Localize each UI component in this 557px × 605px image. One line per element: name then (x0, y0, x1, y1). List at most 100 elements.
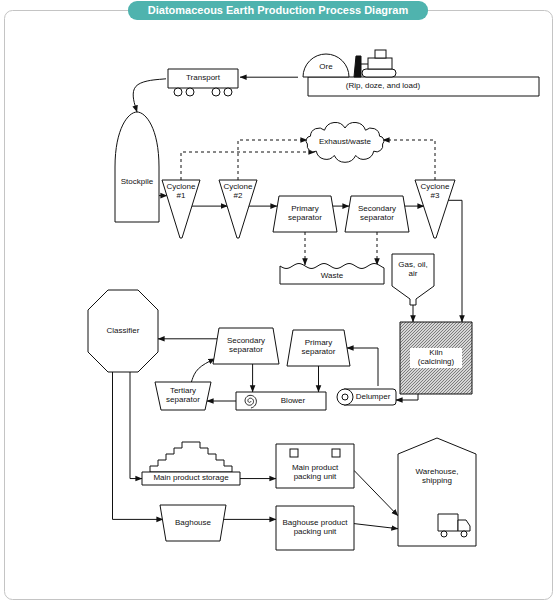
baghouse-hopper: Baghouse (160, 505, 226, 541)
text-region: Primary separator (295, 332, 342, 364)
exhaust-line (383, 140, 435, 180)
truck-wheel (441, 531, 447, 537)
outline (438, 514, 458, 531)
text-region: Exhaust/waste (315, 136, 375, 148)
flow-arrow (240, 478, 276, 479)
node-label: Exhaust/waste (319, 138, 371, 147)
waste-bin: Waste (280, 262, 384, 284)
text-region: Cyclone #1 (164, 182, 198, 202)
exhaust-line (305, 232, 306, 265)
node-label: Cyclone #3 (417, 183, 453, 201)
node-label: Waste (321, 272, 343, 281)
text-region: Secondary separator (353, 198, 401, 230)
text-region: Tertiary separator (163, 384, 203, 408)
shape-outline (115, 112, 159, 222)
outline (168, 69, 238, 88)
window-square (332, 449, 340, 457)
transport-car: Transport (166, 66, 240, 98)
flow-arrow (413, 305, 414, 322)
ore-quarry: Ore (Rip, doze, and load) (298, 46, 542, 98)
text-region: (Rip, doze, and load) (328, 79, 438, 94)
text-region: Baghouse product packing unit (279, 508, 351, 548)
node-label: Classifier (107, 327, 140, 336)
blower-box: Blower (236, 392, 326, 410)
packing-unit: Main product packing unit (276, 444, 354, 488)
node-label: Stockpile (121, 178, 153, 187)
truck-wheel (461, 531, 467, 537)
text-region: Primary separator (281, 198, 329, 230)
dozer-body (368, 58, 392, 69)
storage-pile: Main product storage (142, 442, 240, 485)
wheel (186, 88, 194, 96)
flow-arrow (207, 401, 236, 402)
window-square (290, 449, 298, 457)
node-label: Cyclone #1 (164, 183, 198, 201)
text-region: Kiln (calcining) (410, 345, 462, 371)
text-region: Baghouse (168, 507, 218, 539)
shape-outline (298, 46, 542, 98)
fan-spiral (245, 395, 256, 408)
outline (115, 112, 159, 222)
node-label: Cyclone #2 (221, 183, 255, 201)
flow-arrow (249, 206, 278, 207)
flow-arrow (396, 394, 418, 400)
separator: Secondary separator (213, 328, 279, 364)
flow-arrow (113, 372, 164, 519)
flow-arrow (252, 364, 253, 392)
outline (276, 506, 354, 550)
text-region: Cyclone #3 (417, 182, 453, 202)
node-label: Transport (186, 74, 220, 83)
cyclone: Cyclone #3 (415, 180, 455, 238)
wheel (212, 88, 220, 96)
flow-arrow (347, 348, 378, 386)
outline (400, 322, 472, 394)
flow-arrow (130, 372, 142, 479)
classifier-octagon: Classifier (88, 290, 158, 372)
stockpile-silo: Stockpile (115, 112, 159, 222)
outline (276, 444, 354, 488)
node-label: (Rip, doze, and load) (346, 82, 420, 91)
flow-arrow (240, 77, 298, 78)
outline (142, 472, 240, 485)
outline (287, 330, 350, 366)
wheel (224, 88, 232, 96)
flow-arrow (192, 206, 228, 207)
outline (345, 196, 409, 232)
outline (280, 264, 384, 285)
text-region: Blower (264, 393, 322, 409)
node-label: Warehouse, shipping (402, 468, 472, 486)
outline (236, 392, 326, 410)
node-label: Baghouse (175, 519, 211, 528)
node-label: Ore (319, 63, 332, 72)
exhaust-line (238, 140, 307, 180)
cyclone: Cyclone #1 (162, 180, 200, 238)
outline (458, 520, 470, 531)
outline (398, 438, 476, 546)
text-region: Warehouse, shipping (402, 464, 472, 490)
packing-unit: Baghouse product packing unit (276, 506, 354, 550)
outline (361, 64, 368, 65)
flow-arrow (191, 359, 215, 382)
flow-arrow (333, 206, 349, 207)
flow-arrow (159, 195, 167, 196)
text-region: Delumper (352, 389, 394, 405)
roll-core (342, 394, 348, 400)
outline (160, 505, 226, 541)
separator: Primary separator (287, 330, 350, 366)
fuel-funnel: Gas, oil, air (392, 254, 434, 305)
outline (150, 442, 232, 472)
flow-arrow (448, 200, 462, 322)
node-label: Gas, oil, air (394, 261, 432, 279)
flow-arrow (354, 470, 398, 515)
node-label: Tertiary separator (163, 387, 203, 405)
outline (308, 77, 539, 96)
text-region: Stockpile (116, 174, 158, 190)
dozer-cab (375, 50, 386, 58)
text-region: Classifier (96, 314, 150, 348)
exhaust-cloud: Exhaust/waste (303, 124, 387, 160)
outline (155, 382, 211, 410)
node-label: Blower (281, 397, 305, 406)
outline (306, 122, 384, 162)
